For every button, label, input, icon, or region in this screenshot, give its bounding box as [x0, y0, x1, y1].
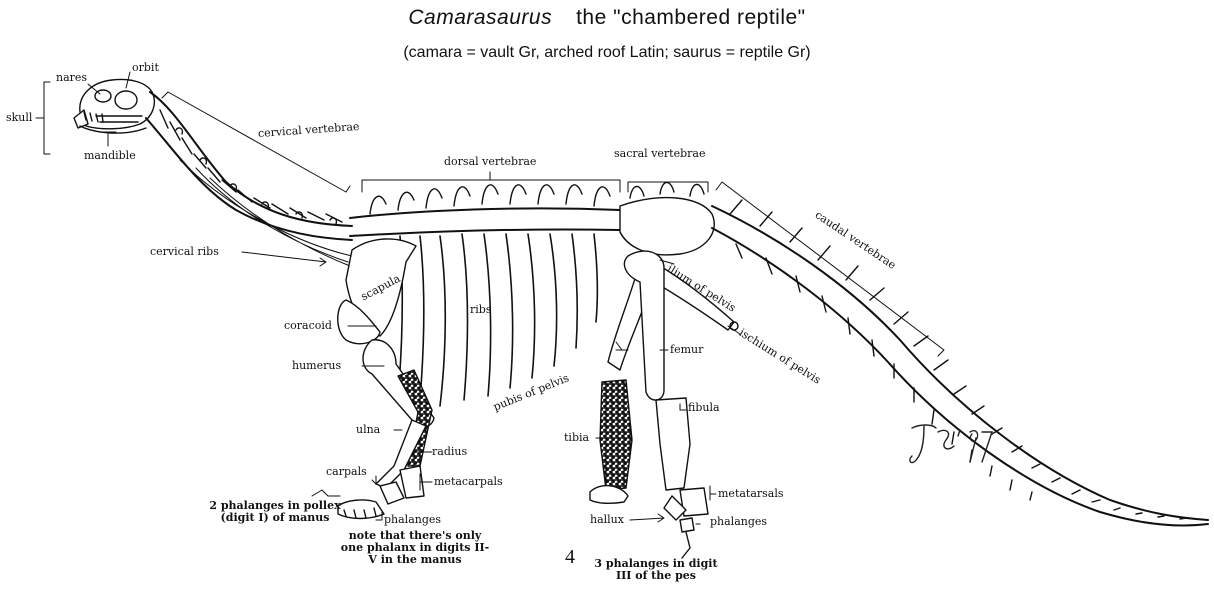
label-nares: nares — [56, 72, 87, 84]
label-metatarsals: metatarsals — [718, 488, 784, 500]
label-cervical-ribs: cervical ribs — [150, 246, 219, 258]
label-phalanges-pes: phalanges — [710, 516, 767, 528]
label-carpals: carpals — [326, 466, 367, 478]
artist-signature — [906, 418, 994, 474]
note-pes-phalanges: 3 phalanges in digit III of the pes — [586, 558, 726, 582]
label-hallux: hallux — [590, 514, 624, 526]
label-coracoid: coracoid — [284, 320, 332, 332]
label-phalanges-manus: phalanges — [384, 514, 441, 526]
note-pollex: 2 phalanges in pollex (digit I) of manus — [200, 500, 350, 524]
label-sacral-vertebrae: sacral vertebrae — [614, 148, 705, 160]
label-mandible: mandible — [84, 150, 136, 162]
label-tibia: tibia — [564, 432, 589, 444]
neck-drawing — [146, 92, 352, 266]
label-ulna: ulna — [356, 424, 380, 436]
skull-drawing — [74, 80, 154, 134]
page-number: 4 — [565, 546, 575, 569]
label-radius: radius — [432, 446, 467, 458]
label-ribs: ribs — [470, 304, 491, 316]
label-orbit: orbit — [132, 62, 159, 74]
note-manus-phalanx: note that there's only one phalanx in di… — [340, 530, 490, 566]
label-humerus: humerus — [292, 360, 341, 372]
label-femur: femur — [670, 344, 703, 356]
label-dorsal-vertebrae: dorsal vertebrae — [444, 156, 536, 168]
label-metacarpals: metacarpals — [434, 476, 503, 488]
label-skull: skull — [6, 112, 32, 124]
label-fibula: fibula — [688, 402, 720, 414]
